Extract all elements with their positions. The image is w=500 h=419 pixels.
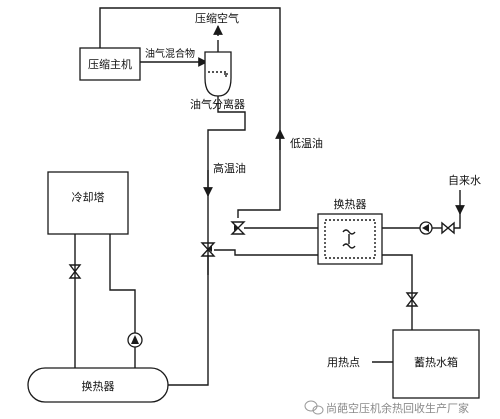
pipe-cooling-tower-return [109,234,136,368]
wechat-icon [304,400,324,415]
cooling-tower-box [47,171,129,235]
right-heat-exchanger-label: 换热器 [334,197,367,211]
heat-use-point-label: 用热点 [327,356,360,369]
pipe-low-temp-oil-return [99,7,281,188]
pipe-low-temp-down [237,188,281,218]
high-temp-oil-label: 高温油 [213,161,246,175]
pipe-tap-water [454,190,461,229]
three-way-valve-lower [200,242,216,257]
pipe-from-heat-exchanger [214,249,318,256]
pump-tap-water [419,221,433,235]
pump-cooling-return [127,332,143,348]
oil-separator-label: 油气分离器 [190,97,245,111]
pipe-high-temp-oil [207,96,246,240]
gate-valve-tank [405,292,419,307]
gate-valve-tap [441,221,455,235]
heat-exchanger-coil [342,229,356,249]
flow-arrows [198,25,465,215]
compressor-label: 压缩主机 [88,57,132,71]
compressed-air-label: 压缩空气 [195,11,239,25]
compressor-box [79,47,141,81]
pipe-hx-to-tank [382,254,413,330]
bottom-heat-exchanger [27,367,169,403]
pipe-to-bottom-exchanger [168,255,209,386]
three-way-valve-upper [230,221,246,235]
right-heat-exchanger-inner [324,219,376,259]
cooling-tower-label: 冷却塔 [72,191,105,204]
bottom-heat-exchanger-label: 换热器 [82,379,115,393]
right-heat-exchanger [317,213,383,265]
oil-gas-mixture-label: 油气混合物 [145,47,195,60]
storage-tank-label: 蓄热水箱 [414,355,458,369]
gate-valve-cooling [68,264,82,279]
oil-separator-vessel [204,51,232,97]
storage-tank-box [392,329,480,399]
watermark: 尚葩空压机余热回收生产厂家 [304,400,469,415]
low-temp-oil-label: 低温油 [290,136,323,150]
pipe-network [74,7,461,386]
watermark-text: 尚葩空压机余热回收生产厂家 [326,401,469,415]
tap-water-label: 自来水 [448,174,481,187]
